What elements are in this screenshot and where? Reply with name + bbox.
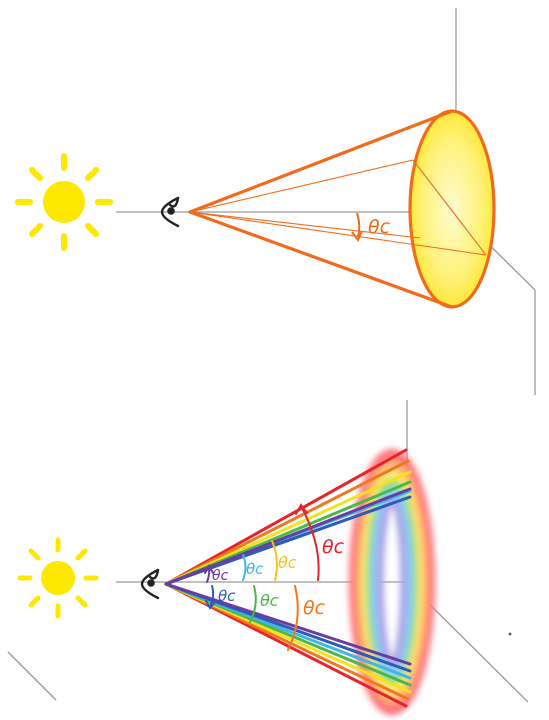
cone-rim: [408, 109, 496, 309]
violet-upper-arc: [206, 567, 211, 583]
yellow-upper-arc: [271, 540, 278, 581]
violet-lower-edge: [164, 582, 412, 666]
orange-angle-label: θc: [303, 597, 326, 619]
red-angle-label: θc: [322, 536, 345, 558]
orange-lower-arc: [287, 585, 299, 651]
eye-icon: [140, 568, 160, 600]
red-upper-arc: [300, 505, 320, 581]
yellow-upper-edge: [164, 470, 412, 586]
cone-upper-edge: [188, 109, 454, 214]
sun-icon: [17, 537, 99, 619]
bottom-panel: θc θc θc θc θc θc θc: [7, 400, 529, 715]
red-upper-arrowhead: [295, 503, 308, 515]
blue-lower-arc: [209, 585, 215, 607]
bottom-left-axis: [7, 651, 57, 701]
eye-icon: [160, 196, 180, 228]
top-panel: θc: [15, 8, 536, 395]
stray-dot: [508, 632, 512, 636]
yellow-angle-label: θc: [278, 553, 297, 572]
top-angle-label: θc: [368, 216, 391, 238]
blue-angle-label: θc: [218, 587, 236, 605]
top-cone: θc: [188, 109, 496, 309]
red-upper-edge: [164, 448, 408, 586]
blue-lower-arrowhead: [205, 600, 216, 610]
top-angle-arc: [356, 212, 361, 238]
sun-icon: [15, 153, 113, 251]
light-blue-upper-arc: [242, 554, 247, 581]
violet-angle-label: θc: [212, 568, 229, 584]
glowing-disk: [410, 111, 494, 307]
violet-upper-arrowhead: [204, 563, 214, 574]
light-blue-angle-label: θc: [246, 560, 264, 578]
angle-labels: θc θc θc θc θc θc θc: [212, 536, 345, 619]
top-angle-arrowhead: [351, 230, 363, 242]
green-lower-arc: [249, 585, 257, 623]
angle-arcs: [204, 503, 320, 651]
cone-lower-edge: [188, 210, 454, 309]
orange-upper-edge: [164, 459, 410, 586]
green-angle-label: θc: [260, 591, 279, 610]
